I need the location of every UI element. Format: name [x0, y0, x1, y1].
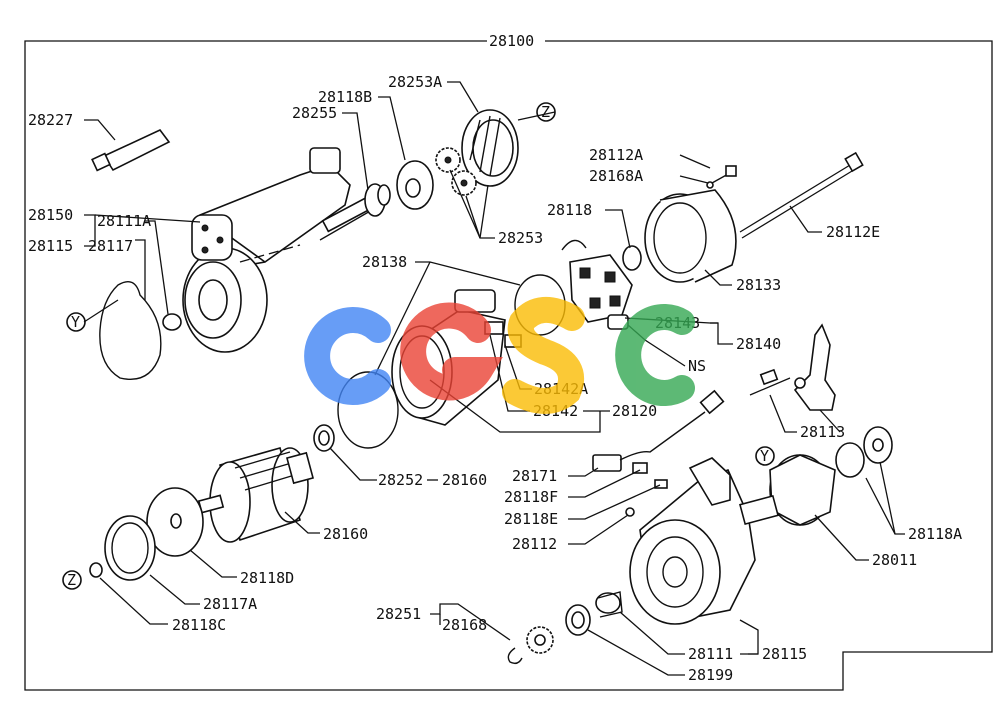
svg-text:Y: Y — [760, 447, 769, 465]
label-28252: 28252 — [378, 471, 423, 489]
label-28115: 28115 — [28, 237, 73, 255]
label-28118: 28118 — [547, 201, 592, 219]
label-28168A: 28168A — [589, 167, 643, 185]
label-28255: 28255 — [292, 104, 337, 122]
lead-wire — [592, 389, 725, 517]
ring-28118 — [622, 245, 642, 271]
label-28117: 28117 — [88, 237, 133, 255]
shaft-28255 — [321, 183, 391, 233]
watermark-c-blue — [304, 307, 391, 405]
label-28117A: 28117A — [203, 595, 257, 613]
oring-28138-b — [337, 371, 399, 449]
label-28118C: 28118C — [172, 616, 226, 634]
label-28133: 28133 — [736, 276, 781, 294]
watermark-c-green — [615, 304, 695, 406]
label-28112: 28112 — [512, 535, 557, 553]
label-28111A: 28111A — [97, 212, 151, 230]
label-28112E: 28112E — [826, 223, 880, 241]
callout-y-right: Y — [755, 446, 775, 466]
svg-text:Y: Y — [71, 313, 80, 331]
label-28115-b: 28115 — [762, 645, 807, 663]
seal-28111A — [162, 313, 182, 331]
assembly-frame — [24, 40, 993, 691]
label-28112A: 28112A — [589, 146, 643, 164]
svg-text:Z: Z — [67, 571, 76, 589]
ring-28118C — [89, 562, 103, 578]
label-28113: 28113 — [800, 423, 845, 441]
washer-28118A-b — [863, 426, 893, 464]
callout-y-left: Y — [66, 312, 86, 332]
label-28138: 28138 — [362, 253, 407, 271]
pinion-28251 — [526, 626, 554, 654]
label-28118F: 28118F — [504, 488, 558, 506]
rear-cover-28133 — [644, 189, 737, 283]
label-28150: 28150 — [28, 206, 73, 224]
washer-28118D — [146, 487, 204, 557]
label-28118D: 28118D — [240, 569, 294, 587]
watermark-g-red — [400, 302, 504, 401]
callout-z-top: Z — [536, 102, 556, 122]
bush-28111 — [595, 591, 623, 618]
label-28168: 28168 — [442, 616, 487, 634]
callout-z-bottom: Z — [62, 570, 82, 590]
label-28118B: 28118B — [318, 88, 372, 106]
label-28160-b: 28160 — [323, 525, 368, 543]
magnetic-switch — [182, 147, 373, 353]
brush-holder — [561, 239, 633, 330]
label-28011: 28011 — [872, 551, 917, 569]
armature-28160 — [197, 447, 315, 543]
label-28253: 28253 — [498, 229, 543, 247]
gasket-28117 — [99, 281, 162, 380]
idler-gears — [435, 147, 477, 196]
clutch-28011 — [739, 454, 836, 526]
label-28140: 28140 — [736, 335, 781, 353]
watermark-s-yellow — [502, 297, 585, 414]
grease-tube — [91, 129, 171, 172]
seal-28199 — [565, 604, 591, 636]
leader-lines — [83, 81, 905, 676]
bearing-28252 — [313, 424, 335, 452]
label-28253A: 28253A — [388, 73, 442, 91]
label-28118A: 28118A — [908, 525, 962, 543]
plate-28117A — [104, 515, 156, 581]
label-28171: 28171 — [512, 467, 557, 485]
label-28160-a: 28160 — [442, 471, 487, 489]
label-28199: 28199 — [688, 666, 733, 684]
svg-text:Z: Z — [541, 103, 550, 121]
label-28120: 28120 — [612, 402, 657, 420]
lever-28113 — [749, 323, 836, 411]
label-ns: NS — [688, 357, 706, 375]
washer-28118A-a — [835, 442, 865, 478]
front-housing — [629, 457, 756, 625]
label-28227: 28227 — [28, 111, 73, 129]
screw-28112A — [706, 165, 737, 189]
washer-28118B — [396, 160, 434, 210]
label-28118E: 28118E — [504, 510, 558, 528]
clip-28168 — [507, 647, 523, 665]
frame-label: 28100 — [489, 32, 534, 50]
bearing-28253A — [461, 109, 519, 187]
watermark-logo — [304, 297, 695, 414]
through-bolt — [739, 151, 864, 239]
label-28251: 28251 — [376, 605, 421, 623]
label-28111: 28111 — [688, 645, 733, 663]
